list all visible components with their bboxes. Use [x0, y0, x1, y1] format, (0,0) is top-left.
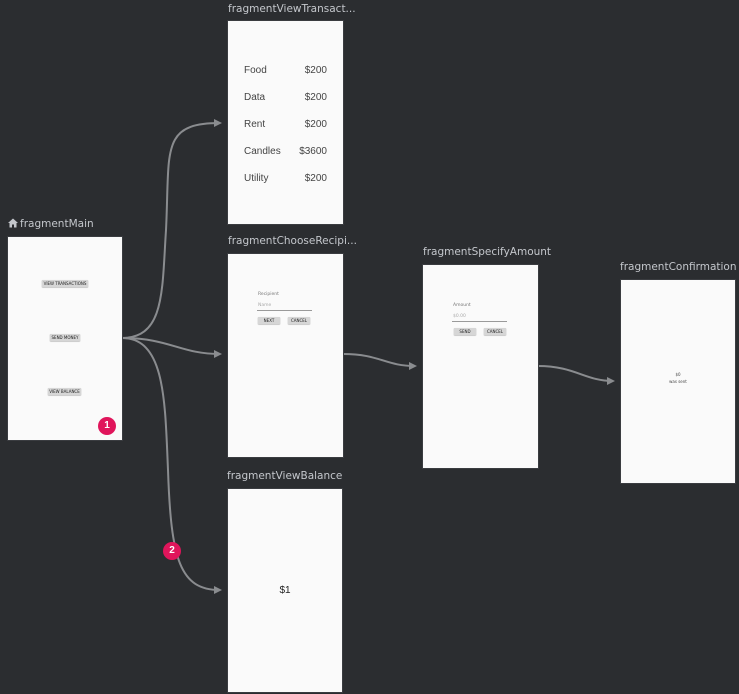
view-transactions-button[interactable]: VIEW TRANSACTIONS: [42, 280, 88, 287]
action-specify-amount-to-confirmation[interactable]: [537, 365, 615, 385]
transaction-category: Food: [244, 65, 267, 76]
fragment-main-title[interactable]: fragmentMain: [8, 218, 94, 230]
badge-one: 1: [98, 417, 116, 435]
confirmation-message-text: was sent: [669, 379, 687, 384]
balance-amount: $1: [279, 585, 291, 596]
transaction-category: Utility: [244, 173, 269, 184]
action-choose-recipient-to-specify-amount[interactable]: [342, 353, 417, 370]
fragment-specify-amount-screen[interactable]: Amount $0.00 SEND CANCEL: [423, 265, 538, 468]
recipient-name-input[interactable]: Name: [258, 303, 272, 308]
transaction-amount: $200: [304, 119, 327, 130]
fragment-view-transactions-title[interactable]: fragmentViewTransact...: [228, 3, 356, 15]
transaction-category: Rent: [244, 119, 266, 130]
recipient-input-underline: [257, 310, 312, 311]
fragment-main-title-text: fragmentMain: [20, 218, 94, 230]
fragment-confirmation-title[interactable]: fragmentConfirmation: [620, 261, 737, 273]
fragment-main-screen[interactable]: VIEW TRANSACTIONS SEND MONEY VIEW BALANC…: [8, 237, 122, 440]
fragment-specify-amount-title[interactable]: fragmentSpecifyAmount: [423, 246, 552, 258]
transaction-category: Candles: [244, 146, 281, 157]
fragment-view-transactions-screen[interactable]: Food $200 Data $200 Rent $200 Candles $3…: [228, 21, 343, 224]
action-main-to-view-transactions[interactable]: [121, 119, 222, 339]
transaction-amount: $200: [304, 92, 327, 103]
transaction-amount: $3600: [299, 146, 327, 157]
fragment-view-balance-title[interactable]: fragmentViewBalance: [227, 470, 343, 482]
send-money-button[interactable]: SEND MONEY: [50, 334, 80, 341]
recipient-label: Recipient: [258, 292, 279, 297]
next-button[interactable]: NEXT: [258, 317, 280, 324]
home-icon: [8, 218, 18, 228]
send-button[interactable]: SEND: [454, 328, 476, 335]
fragment-confirmation-screen[interactable]: $0 was sent: [621, 280, 735, 483]
fragment-choose-recipient-title[interactable]: fragmentChooseRecipi...: [228, 235, 357, 247]
action-main-to-view-balance[interactable]: [121, 337, 222, 594]
fragment-view-balance-screen[interactable]: $1: [228, 489, 342, 692]
view-balance-button[interactable]: VIEW BALANCE: [48, 388, 81, 395]
transaction-amount: $200: [304, 173, 327, 184]
badge-two: 2: [163, 542, 181, 560]
cancel-button[interactable]: CANCEL: [288, 317, 310, 324]
transaction-amount: $200: [304, 65, 327, 76]
amount-input-underline: [452, 321, 507, 322]
amount-label: Amount: [453, 303, 471, 308]
cancel-button[interactable]: CANCEL: [484, 328, 506, 335]
amount-input[interactable]: $0.00: [453, 314, 466, 319]
confirmation-amount-text: $0: [675, 372, 681, 377]
fragment-choose-recipient-screen[interactable]: Recipient Name NEXT CANCEL: [228, 254, 343, 457]
transaction-category: Data: [244, 92, 266, 103]
action-main-to-choose-recipient[interactable]: [121, 337, 222, 358]
